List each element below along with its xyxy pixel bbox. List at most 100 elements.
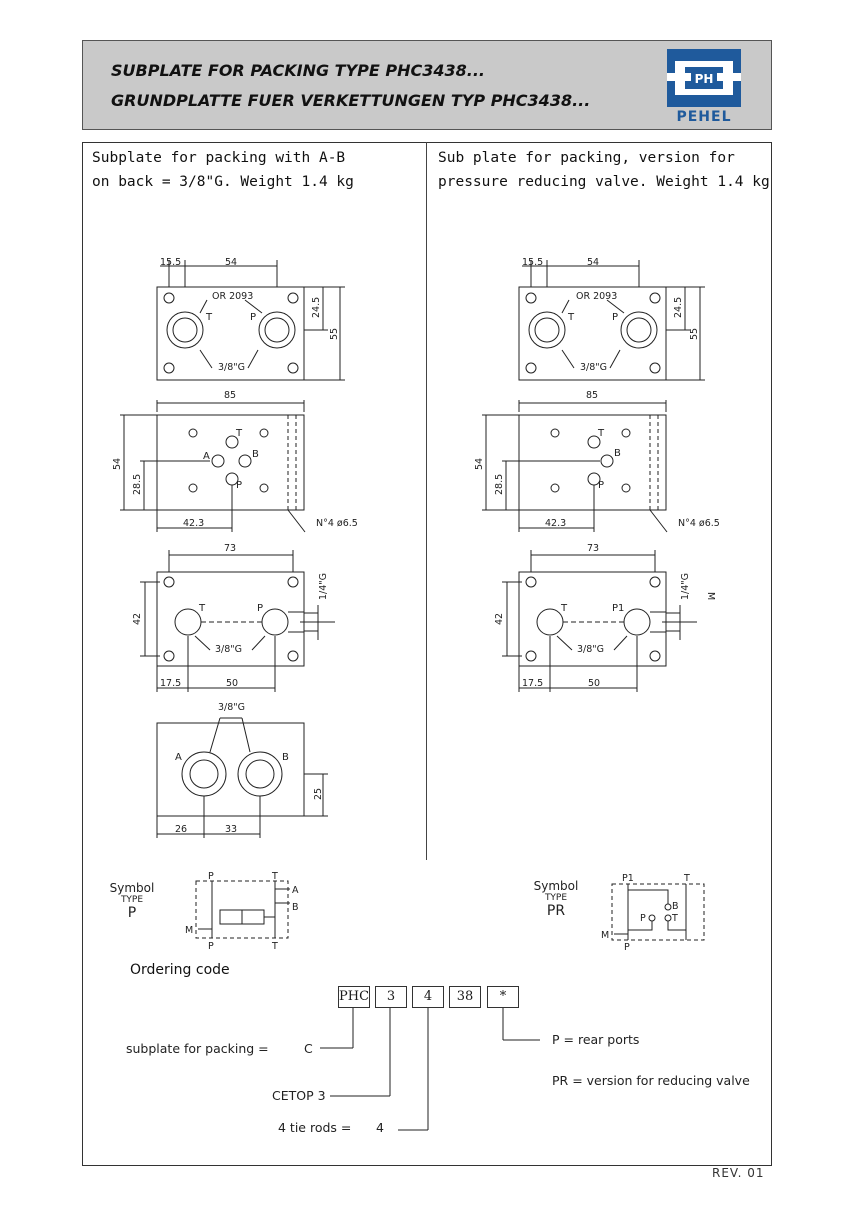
pehel-logo: PH PEHEL [665, 47, 743, 127]
dim-42-3-left: 42.3 [183, 518, 204, 529]
left-description: Subplate for packing with A-B on back = … [92, 146, 354, 194]
dim-quarter-right: 1/4"G [680, 573, 691, 600]
dim-26-left: 26 [175, 824, 187, 835]
dim-42-3-right: 42.3 [545, 518, 566, 529]
tie-rods-value: 4 [376, 1120, 384, 1135]
dim-50-right: 50 [588, 678, 600, 689]
port-t2-left: T [235, 428, 243, 439]
holes-left: N°4 ø6.5 [316, 518, 358, 529]
thread2-left: 3/8"G [215, 644, 242, 655]
port-a2-left: A [175, 752, 182, 763]
dim-55-left: 55 [329, 328, 340, 340]
dim-24-5-left: 24.5 [311, 297, 322, 318]
sym-t-bottom-label: T [271, 941, 278, 952]
holes-right: N°4 ø6.5 [678, 518, 720, 529]
port-b-right: B [614, 448, 621, 459]
port-p-right: P [612, 312, 618, 323]
dim-28-5-left: 28.5 [132, 474, 143, 495]
dim-54-left: 54 [225, 257, 237, 268]
logo-mark-icon: PH [667, 49, 741, 107]
symbol-type-pr [611, 883, 705, 941]
logo-mark-text: PH [695, 72, 714, 86]
symbol-right-code: PR [546, 903, 566, 919]
sym-p-bottom-label: P [208, 941, 214, 952]
dim-85-left: 85 [224, 390, 236, 401]
port-t3-right: T [560, 603, 568, 614]
symbol-left-code: P [127, 905, 137, 921]
tie-rods-label: 4 tie rods = [278, 1120, 352, 1135]
left-top-view [156, 260, 345, 381]
right-desc-line1: Sub plate for packing, version for [438, 150, 735, 166]
title-english: SUBPLATE FOR PACKING TYPE PHC3438... [111, 61, 486, 80]
dim-28-5-right: 28.5 [494, 474, 505, 495]
right-description: Sub plate for packing, version for press… [438, 146, 770, 194]
port-p2-right: P [598, 480, 604, 491]
thread-left: 3/8"G [218, 362, 245, 373]
dim-50-left: 50 [226, 678, 238, 689]
sym-b-label: B [292, 902, 299, 913]
port-t2-right: T [597, 428, 605, 439]
sym-p-top-label: P [208, 871, 214, 882]
symbol-left-type: TYPE [120, 895, 144, 905]
ordering-code-leaders [320, 1008, 540, 1131]
sym-pr-p-label: P [640, 913, 646, 924]
sym-pr-p1-label: P1 [622, 873, 634, 884]
dim-85-right: 85 [586, 390, 598, 401]
port-t3-left: T [198, 603, 206, 614]
sym-pr-t2-label: T [671, 913, 678, 924]
dim-17-5-left: 17.5 [160, 678, 181, 689]
symbol-right-label: Symbol TYPE PR [528, 879, 584, 919]
ordering-code-title: Ordering code [130, 962, 230, 978]
dim-17-5-right: 17.5 [522, 678, 543, 689]
dim-15-5-left: 15.5 [160, 257, 181, 268]
dim-24-5-right: 24.5 [673, 297, 684, 318]
sym-pr-t-label: T [683, 873, 690, 884]
option-pr: PR = version for reducing valve [552, 1073, 750, 1088]
right-side-view [482, 400, 668, 533]
code-box-option: * [487, 986, 519, 1008]
thread3-left: 3/8"G [218, 702, 245, 713]
sym-pr-b-label: B [672, 901, 679, 912]
right-top-view [518, 260, 705, 381]
sym-m-label: M [185, 925, 193, 936]
panel-divider [426, 142, 427, 860]
subplate-label: subplate for packing = [126, 1041, 269, 1056]
symbol-type-p [195, 880, 290, 939]
code-box-4: 4 [412, 986, 444, 1008]
option-p: P = rear ports [552, 1032, 640, 1047]
revision-label: REV. 01 [712, 1166, 765, 1180]
port-m-right: M [705, 592, 716, 600]
right-front-view [502, 550, 697, 692]
dim-73-left: 73 [224, 543, 236, 554]
logo-text: PEHEL [676, 109, 732, 125]
dim-42-left: 42 [132, 613, 143, 625]
port-a-left: A [203, 451, 210, 462]
dim-42-right: 42 [494, 613, 505, 625]
or-label-right: OR 2093 [576, 291, 617, 302]
sym-pr-m-label: M [601, 930, 609, 941]
left-side-view [120, 400, 306, 533]
left-front-view [140, 550, 335, 692]
right-desc-line2: pressure reducing valve. Weight 1.4 kg [438, 174, 770, 190]
dim-33-left: 33 [225, 824, 237, 835]
symbol-right-word: Symbol [533, 879, 579, 893]
dim-55-right: 55 [689, 328, 700, 340]
title-german: GRUNDPLATTE FUER VERKETTUNGEN TYP PHC343… [111, 91, 591, 110]
port-p1-right: P1 [612, 603, 624, 614]
port-p2-left: P [236, 480, 242, 491]
sym-pr-p-bottom-label: P [624, 942, 630, 953]
port-b2-left: B [282, 752, 289, 763]
or-label-left: OR 2093 [212, 291, 253, 302]
dim-15-5-right: 15.5 [522, 257, 543, 268]
dim-54-right: 54 [587, 257, 599, 268]
symbol-left-label: Symbol TYPE P [104, 881, 160, 921]
port-t-left: T [205, 312, 213, 323]
thread2-right: 3/8"G [577, 644, 604, 655]
dim-54b-right: 54 [474, 458, 485, 470]
cetop-label: CETOP 3 [272, 1088, 326, 1103]
dim-73-right: 73 [587, 543, 599, 554]
port-p-left: P [250, 312, 256, 323]
header-banner: SUBPLATE FOR PACKING TYPE PHC3438... GRU… [82, 40, 772, 130]
content-frame [82, 142, 772, 1166]
